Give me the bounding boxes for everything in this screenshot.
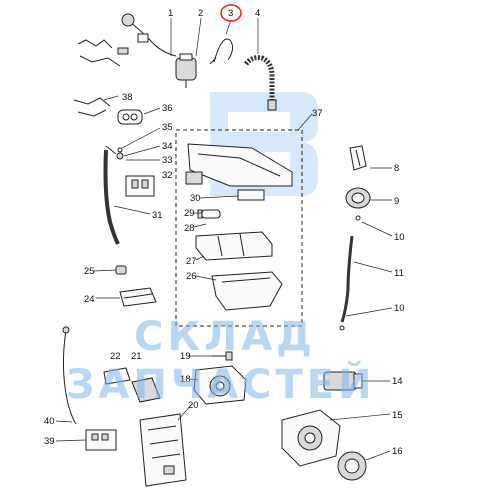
callout-16: 16: [392, 446, 403, 457]
screw-part[interactable]: [212, 351, 233, 361]
callout-14: 14: [392, 376, 403, 387]
door-lock-part[interactable]: [125, 175, 155, 197]
suppressor-filter-part[interactable]: [175, 53, 197, 88]
dispenser-drawer-part[interactable]: [195, 231, 273, 261]
callout-31: 31: [152, 210, 163, 221]
callout-40: 40: [44, 416, 55, 427]
watermark-line1: СКЛАД: [134, 314, 316, 360]
callout-30: 30: [190, 193, 201, 204]
callout-36: 36: [162, 103, 173, 114]
callout-leaders: [55, 17, 393, 461]
thermostat-wire-part[interactable]: [62, 326, 77, 425]
callout-labels: 1 2 3 4 37 38 36 35 34 33 32 31 30 29 28…: [44, 8, 405, 457]
detergent-assembly-frame: [175, 129, 303, 327]
dispenser-housing-part[interactable]: [211, 271, 283, 311]
callout-22: 22: [110, 351, 121, 362]
dispenser-top-part[interactable]: [187, 143, 293, 187]
callout-21: 21: [131, 351, 142, 362]
callout-2: 2: [198, 8, 203, 19]
callout-10b: 10: [394, 303, 405, 314]
fastener-parts[interactable]: [105, 145, 124, 160]
power-cord-part[interactable]: [121, 13, 177, 57]
callout-11: 11: [394, 268, 404, 279]
callout-26: 26: [186, 271, 197, 282]
pressure-tube-part[interactable]: [339, 235, 354, 331]
callout-34: 34: [162, 141, 173, 152]
pressure-switch-part[interactable]: [345, 187, 371, 221]
control-board-part[interactable]: [139, 413, 187, 487]
callout-15: 15: [392, 410, 403, 421]
hose-clip-part[interactable]: [209, 38, 234, 65]
callout-33: 33: [162, 155, 173, 166]
callout-9: 9: [394, 196, 399, 207]
pump-housing-part[interactable]: [281, 409, 341, 467]
callout-10a: 10: [394, 232, 405, 243]
wiring-harness-part[interactable]: [73, 39, 129, 117]
drain-pump-part[interactable]: [193, 365, 247, 405]
callout-3: 3: [228, 8, 233, 19]
callout-19: 19: [180, 351, 191, 362]
callout-24: 24: [84, 294, 95, 305]
callout-20: 20: [188, 400, 199, 411]
filter-cap-part[interactable]: [337, 451, 367, 481]
inlet-hose-part[interactable]: [103, 149, 120, 245]
callout-39: 39: [44, 436, 55, 447]
dispenser-valve-part[interactable]: [185, 171, 265, 201]
drain-hose-part[interactable]: [244, 55, 277, 111]
callout-27: 27: [186, 256, 197, 267]
control-module-part[interactable]: [103, 367, 161, 403]
callout-8: 8: [394, 163, 399, 174]
callout-4: 4: [255, 8, 260, 19]
callout-38: 38: [122, 92, 133, 103]
callout-25: 25: [84, 266, 95, 277]
highlight-circle: [220, 4, 242, 22]
connector-block-part[interactable]: [85, 429, 117, 451]
callout-1: 1: [168, 8, 173, 19]
hinge-part[interactable]: [349, 145, 367, 171]
heater-sensor-part[interactable]: [115, 265, 127, 275]
dispenser-seal-part[interactable]: [197, 209, 221, 219]
callout-18: 18: [180, 374, 191, 385]
callout-28: 28: [184, 223, 195, 234]
watermark-line2: ЗАПЧАСТЕЙ: [66, 360, 376, 408]
callout-37: 37: [312, 108, 323, 119]
callout-32: 32: [162, 170, 173, 181]
callout-35: 35: [162, 122, 173, 133]
heater-element-part[interactable]: [119, 287, 157, 307]
inlet-valve-part[interactable]: [323, 371, 363, 391]
door-connector-part[interactable]: [117, 109, 143, 125]
callout-29: 29: [184, 208, 195, 219]
